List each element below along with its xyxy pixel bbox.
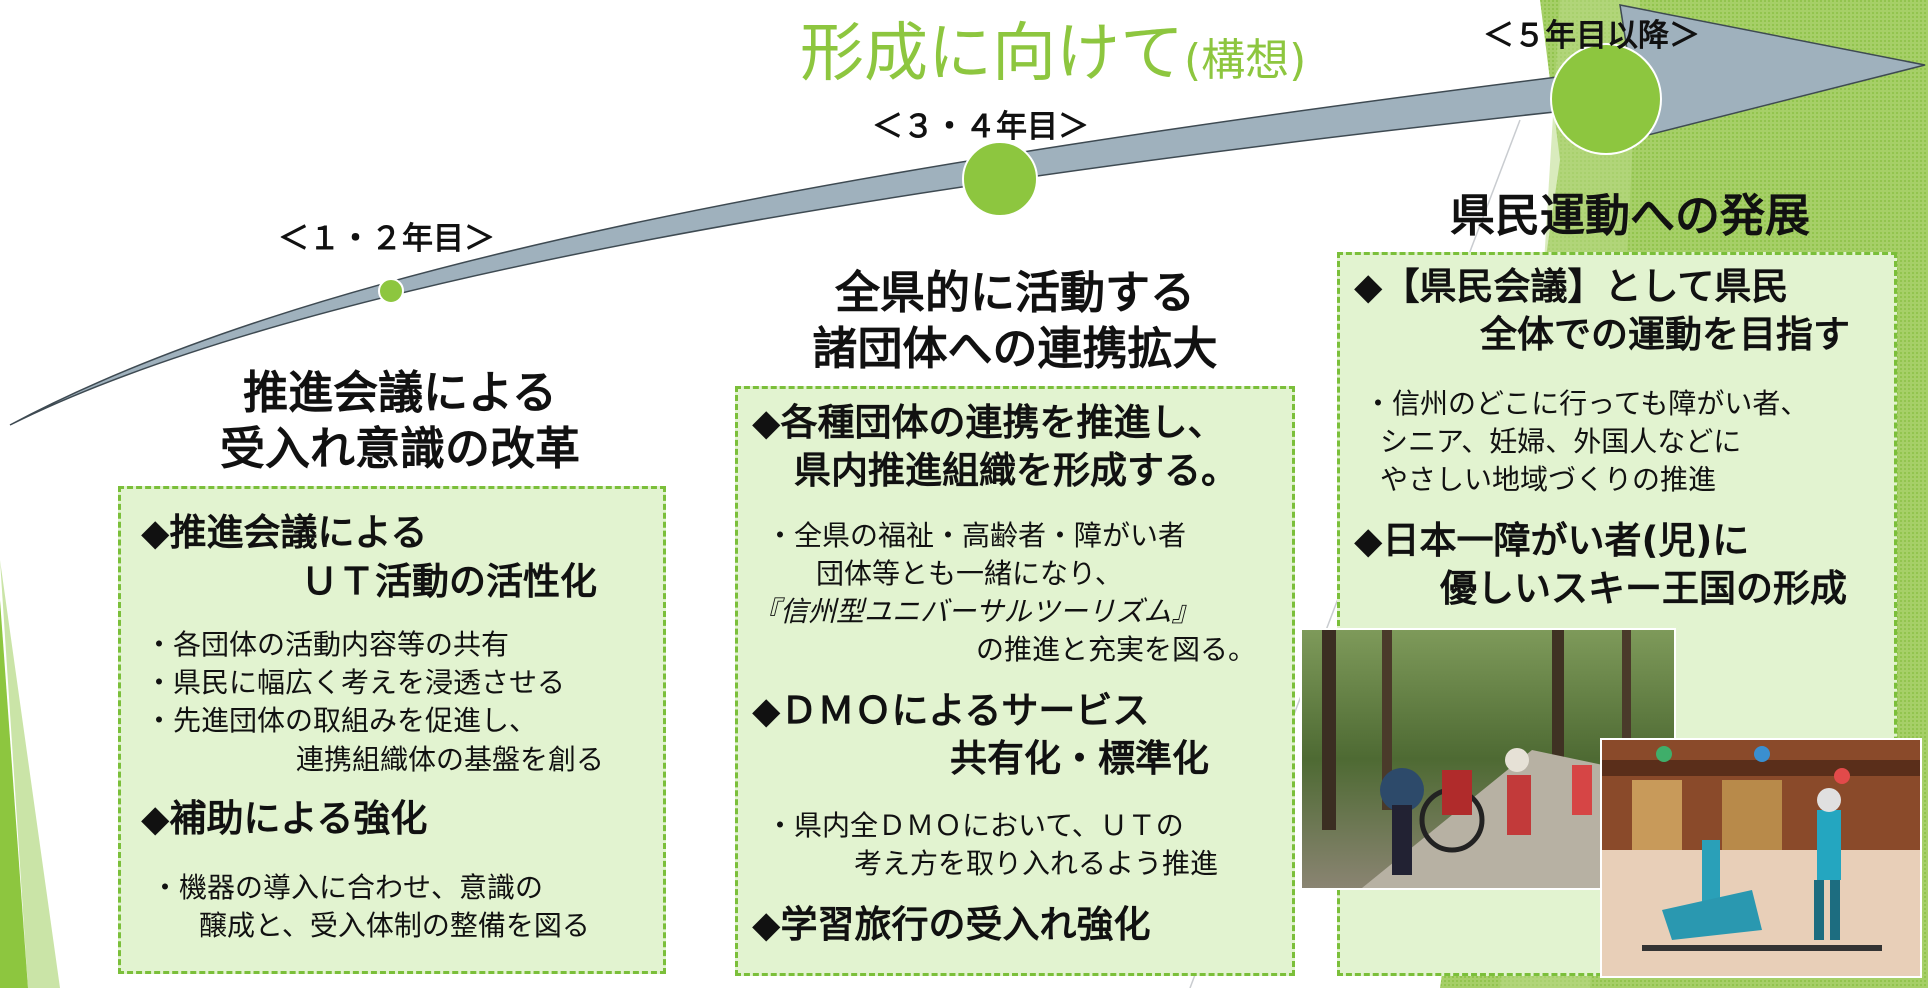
list-item: ・各団体の活動内容等の共有 bbox=[145, 628, 510, 661]
list-item: ・県内全ＤＭＯにおいて、ＵＴの bbox=[766, 809, 1184, 842]
section-title: 共有化・標準化 bbox=[950, 737, 1209, 780]
corner-decoration-left bbox=[0, 600, 28, 988]
section-title: 優しいスキー王国の形成 bbox=[1440, 567, 1847, 610]
section-title: ◆日本一障がい者(児)に bbox=[1354, 519, 1750, 562]
section-title: ◆各種団体の連携を推進し、 bbox=[752, 401, 1225, 444]
list-item: 『信州型ユニバーサルツーリズム』 bbox=[752, 595, 1200, 628]
list-item: 団体等とも一緒になり、 bbox=[816, 557, 1123, 590]
list-item: 連携組織体の基盤を創る bbox=[296, 743, 605, 776]
period-label-1: ＜１・２年目＞ bbox=[278, 221, 495, 257]
list-item: ・信州のどこに行っても障がい者、 bbox=[1364, 387, 1809, 420]
section-title: ◆学習旅行の受入れ強化 bbox=[752, 903, 1151, 946]
phase-3-heading: 県民運動への発展 bbox=[1449, 189, 1810, 242]
corner-decoration-left-2 bbox=[0, 560, 60, 988]
section-title: 全体での運動を目指す bbox=[1480, 313, 1850, 356]
period-label-3: ＜５年目以降＞ bbox=[1483, 18, 1700, 54]
list-item: ・先進団体の取組みを促進し、 bbox=[145, 704, 538, 737]
milestone-dot-2 bbox=[962, 141, 1038, 217]
period-label-2: ＜３・４年目＞ bbox=[872, 109, 1089, 145]
list-item: ・県民に幅広く考えを浸透させる bbox=[145, 666, 566, 699]
phase-2-box: ◆各種団体の連携を推進し、 県内推進組織を形成する。 ・全県の福祉・高齢者・障が… bbox=[735, 386, 1295, 976]
section-title: ◆補助による強化 bbox=[141, 797, 428, 840]
list-item: 醸成と、受入体制の整備を図る bbox=[199, 909, 590, 942]
section-title: ◆【県民会議】として県民 bbox=[1354, 265, 1789, 308]
list-item: やさしい地域づくりの推進 bbox=[1380, 463, 1717, 496]
list-item: 考え方を取り入れるよう推進 bbox=[854, 847, 1219, 880]
list-item: ・全県の福祉・高齢者・障がい者 bbox=[766, 519, 1187, 552]
list-item: シニア、妊婦、外国人などに bbox=[1380, 425, 1742, 458]
phase-1-box: ◆推進会議による ＵＴ活動の活性化 ・各団体の活動内容等の共有 ・県民に幅広く考… bbox=[118, 486, 666, 974]
section-title: ◆推進会議による bbox=[141, 511, 428, 554]
section-title: ＵＴ活動の活性化 bbox=[301, 560, 597, 603]
list-item: の推進と充実を図る。 bbox=[976, 633, 1257, 666]
section-title: 県内推進組織を形成する。 bbox=[794, 449, 1238, 492]
phase-2-heading: 全県的に活動する諸団体への連携拡大 bbox=[812, 266, 1218, 376]
list-item: ・機器の導入に合わせ、意識の bbox=[151, 871, 544, 904]
milestone-dot-1 bbox=[378, 278, 404, 304]
phase-1-heading: 推進会議による受入れ意識の改革 bbox=[219, 366, 580, 476]
page-title: 形成に向けて(構想) bbox=[800, 17, 1307, 91]
milestone-dot-3 bbox=[1550, 43, 1662, 155]
section-title: ◆ＤＭＯによるサービス bbox=[752, 689, 1150, 732]
ski-sit-ski-photo bbox=[1600, 738, 1922, 978]
